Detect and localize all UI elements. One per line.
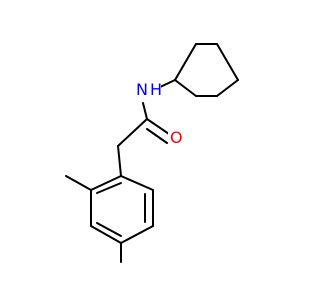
bond	[216, 43, 239, 81]
bond	[117, 118, 148, 147]
nitrogen-atom-label: N	[136, 80, 148, 99]
bond	[65, 175, 92, 191]
bond	[117, 145, 122, 177]
oxygen-atom-label: O	[170, 128, 183, 147]
bond	[216, 79, 239, 97]
bond	[146, 118, 170, 135]
atom-background	[137, 76, 161, 98]
structure-canvas: N H O	[65, 43, 239, 263]
nitrogen-hydrogen-label: H	[150, 80, 162, 99]
bond-layer	[65, 43, 239, 263]
bond	[120, 225, 154, 244]
bond	[174, 43, 197, 81]
atom-background	[168, 126, 184, 146]
bond	[174, 79, 197, 97]
bond	[90, 175, 122, 191]
bond	[96, 222, 122, 237]
bond	[142, 102, 148, 120]
bond	[90, 225, 122, 244]
bond	[146, 128, 168, 144]
bond	[120, 175, 154, 191]
bond	[96, 182, 122, 194]
molecule-drawing: N H O	[65, 43, 239, 263]
